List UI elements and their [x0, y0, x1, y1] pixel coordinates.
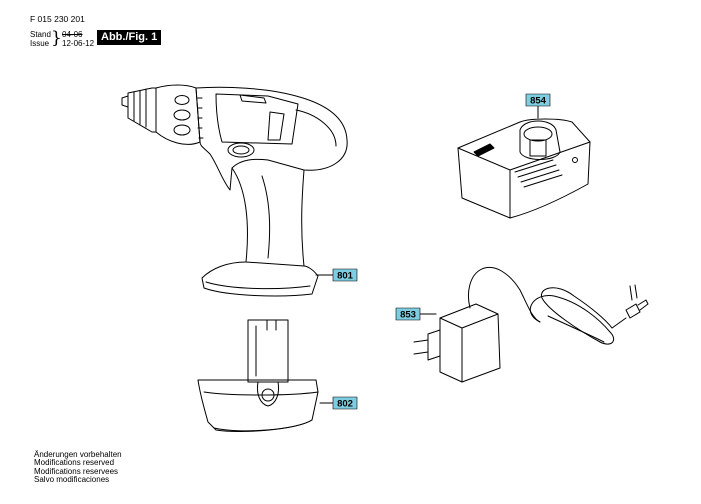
footer-line: Modifications reservees	[34, 466, 119, 476]
drill-illustration	[121, 84, 348, 297]
footer-notes: Änderungen vorbehalten Modifications res…	[34, 450, 122, 484]
footer-line: Änderungen vorbehalten	[34, 450, 122, 459]
brace-icon: }	[51, 28, 62, 48]
part-number-802: 802	[337, 399, 353, 410]
issue-label: Issue	[30, 39, 50, 48]
footer-line: Salvo modificaciones	[34, 474, 110, 484]
part-number-853: 853	[400, 310, 416, 321]
charger-adapter-illustration	[413, 267, 649, 383]
issue-date: 12-06-12	[62, 39, 95, 48]
part-number-854: 854	[530, 96, 547, 107]
document-number: F 015 230 201	[30, 14, 85, 24]
battery-illustration	[197, 319, 334, 432]
stand-date: 04-06	[62, 30, 83, 39]
charger-base-illustration	[457, 105, 591, 219]
part-label-802: 802	[332, 396, 358, 410]
part-label-801: 801	[332, 268, 358, 282]
part-label-853: 853	[395, 307, 421, 321]
stand-label: Stand	[30, 30, 51, 39]
part-number-801: 801	[337, 271, 354, 282]
footer-line: Modifications reserved	[34, 458, 115, 468]
part-label-854: 854	[525, 93, 551, 107]
figure-label: Abb./Fig. 1	[97, 30, 162, 45]
